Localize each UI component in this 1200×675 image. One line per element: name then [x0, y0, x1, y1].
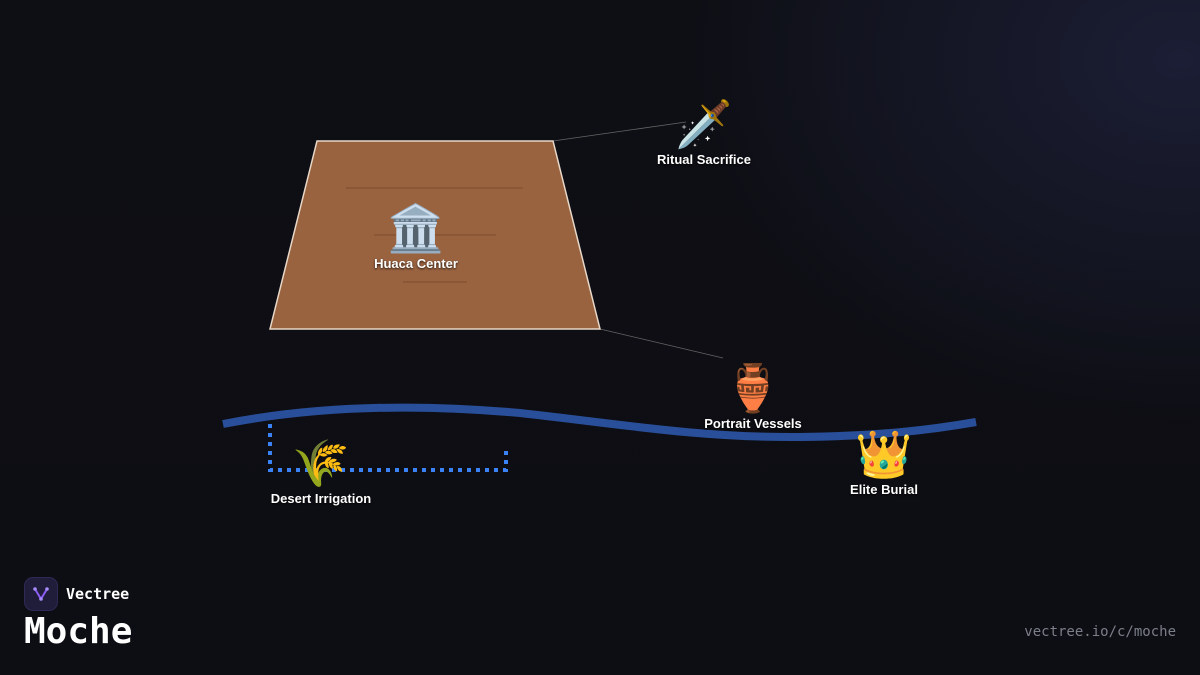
node-ritual-sacrifice[interactable]: 🗡️ Ritual Sacrifice: [657, 98, 751, 167]
crown-icon: 👑: [855, 427, 913, 481]
node-label: Desert Irrigation: [270, 491, 372, 506]
node-desert-irrigation[interactable]: 🌾 Desert Irrigation: [271, 437, 371, 506]
source-url[interactable]: vectree.io/c/moche: [1024, 624, 1176, 640]
dagger-icon: 🗡️: [675, 97, 733, 151]
brand-name: Vectree: [66, 585, 130, 603]
node-label: Portrait Vessels: [704, 416, 802, 431]
node-huaca-center[interactable]: 🏛️ Huaca Center: [374, 202, 458, 271]
river: [222, 403, 977, 442]
node-label: Ritual Sacrifice: [657, 152, 751, 167]
classical-building-icon: 🏛️: [387, 201, 445, 255]
amphora-icon: 🏺: [724, 361, 782, 415]
node-label: Elite Burial: [850, 482, 918, 497]
node-elite-burial[interactable]: 👑 Elite Burial: [850, 428, 918, 497]
brand[interactable]: Vectree: [24, 577, 129, 611]
irrigation-canal: [268, 424, 508, 472]
vectree-logo-icon: [24, 577, 58, 611]
page-title: Moche: [24, 611, 133, 652]
connector-ritual: [552, 121, 687, 142]
sheaf-of-rice-icon: 🌾: [292, 436, 350, 490]
connector-vessels: [599, 328, 724, 359]
node-portrait-vessels[interactable]: 🏺 Portrait Vessels: [704, 362, 802, 431]
node-label: Huaca Center: [374, 256, 458, 271]
